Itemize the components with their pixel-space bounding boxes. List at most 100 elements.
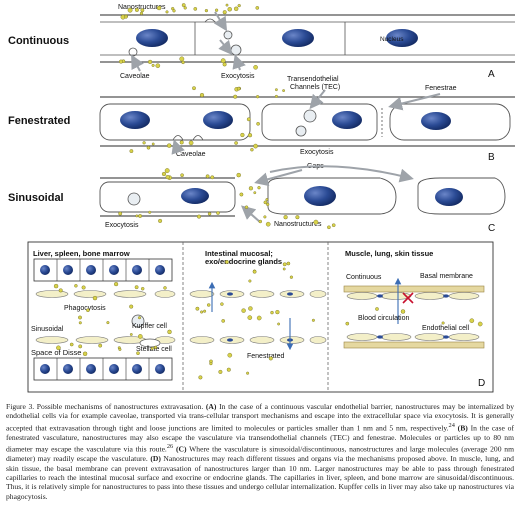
nanoparticle (240, 132, 245, 138)
nanoparticle (227, 7, 232, 12)
vesicle (295, 125, 307, 137)
nanoparticle (198, 375, 203, 380)
nanoparticle (221, 319, 225, 323)
nanoparticle (241, 308, 246, 313)
nanoparticle (165, 10, 169, 14)
label-intestinal-line2: exo/endocrine glands (205, 257, 282, 266)
nanoparticle (155, 63, 161, 68)
nanoparticle (239, 192, 244, 197)
caveola (204, 18, 216, 23)
nanoparticle (234, 141, 238, 145)
label-exocytosis: Exocytosis (221, 73, 255, 80)
nanoparticle (129, 304, 134, 309)
nanoparticle (136, 351, 140, 356)
nanoparticle (118, 59, 123, 64)
caveola (172, 135, 184, 141)
nanoparticle (331, 223, 336, 227)
nanoparticle (204, 9, 208, 13)
label-exocytosis-b: Exocytosis (300, 149, 334, 156)
arrow (309, 89, 326, 110)
nanoparticle (150, 346, 154, 350)
nanoparticle (148, 210, 152, 214)
endothelial-cell (99, 181, 236, 213)
vesicle (230, 44, 242, 56)
caption-a-text: In the case of a continuous vascular end… (6, 402, 515, 433)
nanoparticle (78, 344, 83, 349)
nanoparticle (222, 62, 227, 67)
nanoparticle (135, 214, 139, 218)
nanoparticle (375, 307, 379, 311)
nanoparticle (227, 352, 233, 358)
nanoparticle (248, 186, 253, 191)
nanoparticle (233, 94, 238, 99)
block-cross-icon (402, 292, 414, 304)
nanoparticle (206, 303, 211, 307)
label-caveolae-b: Caveolae (176, 151, 206, 158)
nanoparticle (256, 95, 260, 99)
nanoparticle (313, 219, 319, 225)
basal-membrane (343, 285, 485, 293)
nanoparticle (248, 279, 252, 283)
caption-d-tag: (D) (150, 454, 161, 464)
nanoparticle (441, 321, 445, 325)
panel-letter-a: A (488, 69, 495, 80)
nanoparticle (113, 282, 119, 287)
row-label-sinusoidal: Sinusoidal (8, 192, 64, 204)
label-space-of-disse: Space of Disse (31, 348, 81, 357)
nanoparticle (225, 3, 229, 7)
label-nucleus: Nucleus (380, 36, 404, 43)
nanoparticle (345, 321, 350, 326)
nanoparticle (207, 212, 212, 216)
nanoparticle (106, 321, 110, 325)
nanoparticle (246, 371, 250, 375)
nanoparticle (140, 8, 145, 13)
nanoparticle (151, 63, 155, 67)
panel-d-frame (27, 241, 494, 393)
nanoparticle (129, 149, 134, 154)
nanoparticle (78, 321, 82, 325)
basal-membrane (343, 341, 485, 349)
nanoparticle (53, 283, 59, 289)
nanoparticle (224, 260, 229, 264)
nanoparticle (165, 175, 170, 180)
nanoparticle (282, 262, 287, 267)
nucleus (282, 29, 314, 47)
caption-c-tag: (C) (175, 444, 187, 454)
nanoparticle (203, 309, 207, 313)
nanoparticle (195, 306, 200, 311)
nanoparticle (134, 285, 139, 290)
label-blood-circulation: Blood circulation (358, 315, 409, 322)
nanoparticle (137, 316, 141, 320)
nanoparticle (163, 286, 167, 290)
arrow (269, 165, 414, 183)
nanoparticle (74, 284, 78, 288)
kupffer-cell (131, 314, 145, 328)
arrow (240, 205, 261, 223)
arrow (232, 54, 246, 71)
nanoparticle (295, 215, 300, 220)
nanoparticle (265, 198, 269, 201)
nanoparticle (253, 65, 258, 70)
nanoparticle (137, 334, 143, 339)
nanoparticle (179, 56, 185, 62)
arrow (218, 39, 233, 56)
label-endothelial-cell: Endothelial cell (422, 325, 470, 332)
label-tec-line2: Channels (TEC) (290, 84, 340, 91)
nanoparticle (216, 211, 220, 215)
nanoparticle (282, 89, 285, 93)
nanoparticle (226, 367, 231, 372)
hepatocyte-bottom-row (33, 357, 173, 381)
nanoparticle (181, 60, 185, 65)
nanoparticle (58, 288, 63, 293)
label-sinusoidal-d: Sinusoidal (31, 326, 64, 333)
nanoparticle (56, 345, 61, 351)
arrow (131, 54, 144, 72)
nanoparticle (158, 218, 163, 223)
nanoparticle (210, 175, 215, 180)
label-fenestrae: Fenestrae (425, 85, 457, 92)
nanoparticle (124, 15, 128, 19)
nanoparticle (253, 143, 258, 149)
nanoparticle (400, 309, 406, 314)
label-stellate: Stellate cell (136, 346, 172, 353)
